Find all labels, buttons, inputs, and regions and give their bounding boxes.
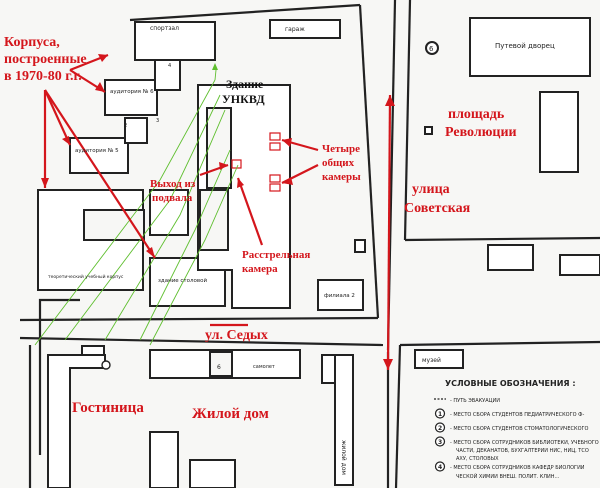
label-theoretical: теоретический учебный корпус [48, 273, 124, 280]
annotation-arrows [43, 53, 392, 371]
label-canteen: здание столовой [158, 277, 207, 284]
legend-item-text: - МЕСТО СБОРА СТУДЕНТОВ ПЕДИАТРИЧЕСКОГО … [450, 412, 584, 418]
annotation-korpusa-1: Корпуса, [4, 35, 60, 50]
label-auditorium-5: аудитория № 5 [75, 148, 119, 154]
putevoy-dvorets-building [469, 17, 591, 77]
label-samolet: самолет [253, 364, 275, 370]
legend: УСЛОВНЫЕ ОБОЗНАЧЕНИЯ : - ПУТЬ ЭВАКУАЦИИ 1… [434, 379, 599, 480]
branch-2-building [317, 279, 364, 311]
palace-area [424, 17, 600, 276]
legend-item-text: ЧАСТИ, ДЕКАНАТОВ, БУХГАЛТЕРИИ НИС, НИЦ, … [456, 448, 589, 454]
legend-item-text: - МЕСТО СБОРА СОТРУДНИКОВ БИБЛИОТЕКИ, УЧ… [450, 440, 599, 446]
label-auditorium-6: аудитория № 6 [110, 89, 154, 95]
annotation-chetyre-1: Четыре [322, 143, 360, 155]
museum-building [414, 349, 464, 369]
annotation-zdanie-2: УНКВД [222, 92, 265, 106]
label-block-2: 2 [124, 123, 127, 129]
annotation-ploshchad-1: площадь [448, 107, 505, 122]
legend-marker-1 [434, 408, 446, 419]
label-marker-6-top: 6 [429, 45, 434, 53]
evacuation-paths [34, 69, 239, 346]
auditorium-6-building [104, 79, 158, 116]
printed-labels: спортзал гараж Путевой дворец аудитория … [48, 25, 555, 475]
label-sportzal: спортзал [150, 25, 179, 32]
label-museum: музей [422, 357, 441, 364]
label-residential-vertical: жилой дом [340, 440, 347, 475]
sportzal-building [134, 21, 216, 61]
annotation-hotel: Гостиница [72, 400, 144, 416]
legend-marker-label-1: 1 [438, 411, 442, 418]
annotation-ulitsa-1: улица [412, 182, 450, 197]
legend-items: - ПУТЬ ЭВАКУАЦИИ 1 - МЕСТО СБОРА СТУДЕНТОВ… [434, 398, 599, 480]
legend-marker-label-2: 2 [438, 425, 442, 432]
annotation-rasstrel-2: камера [242, 263, 278, 275]
annotation-arrowheads [41, 54, 395, 370]
legend-item-text: - ПУТЬ ЭВАКУАЦИИ [450, 398, 500, 404]
legend-marker-2 [434, 422, 446, 433]
annotation-text: Корпуса, построенные в 1970-80 г.г. Здан… [4, 35, 517, 422]
legend-marker-label-4: 4 [438, 464, 442, 471]
annotation-ul-sedykh: ул. Седых [205, 328, 268, 343]
annotation-vykhod-1: Выход из [150, 178, 196, 190]
legend-item-text: - МЕСТО СБОРА СОТРУДНИКОВ КАФЕДР БИОЛОГИ… [450, 465, 585, 471]
annotation-residential: Жилой дом [192, 406, 269, 422]
evacuation-arrowheads [212, 63, 218, 70]
annotation-ploshchad-2: Революции [445, 125, 517, 140]
label-block-3: 3 [156, 118, 159, 124]
label-block-4: 4 [168, 63, 171, 69]
legend-marker-label-3: 3 [438, 439, 442, 446]
legend-markers-map [101, 360, 111, 370]
label-putevoy-dvorets: Путевой дворец [495, 42, 555, 50]
annotation-rasstrel-1: Расстрельная [242, 249, 310, 261]
annotation-vykhod-2: подвала [152, 192, 193, 204]
label-marker-6-bottom: 6 [217, 364, 221, 371]
street-lines [19, 0, 600, 488]
marker-circle-6-top [425, 41, 439, 55]
legend-item-text: ЧЕСКОЙ ХИМИИ ВНЕШ. ПОЛИТ. КЛИН... [456, 473, 560, 480]
annotation-ulitsa-2: Советская [404, 201, 471, 216]
annotation-chetyre-2: общих [322, 157, 355, 169]
legend-title: УСЛОВНЫЕ ОБОЗНАЧЕНИЯ : [445, 379, 576, 388]
label-garage: гараж [285, 26, 305, 33]
legend-item-text: - МЕСТО СБОРА СТУДЕНТОВ СТОМАТОЛОГИЧЕСКО… [450, 426, 589, 432]
lower-buildings [47, 345, 464, 488]
annotation-zdanie-1: Здание [226, 77, 264, 91]
garage-building [269, 19, 341, 39]
legend-marker-3 [434, 436, 446, 447]
annotation-korpusa-3: в 1970-80 г.г. [4, 69, 82, 84]
hotel-building [47, 354, 106, 488]
label-branch-2: филиала 2 [324, 293, 355, 299]
cells-markers [231, 132, 281, 192]
annotation-chetyre-3: камеры [322, 171, 361, 183]
annotation-korpusa-2: построенные [4, 52, 87, 67]
legend-item-text: АХУ, СТОЛОВЫХ [456, 456, 499, 462]
legend-marker-4 [434, 461, 446, 472]
